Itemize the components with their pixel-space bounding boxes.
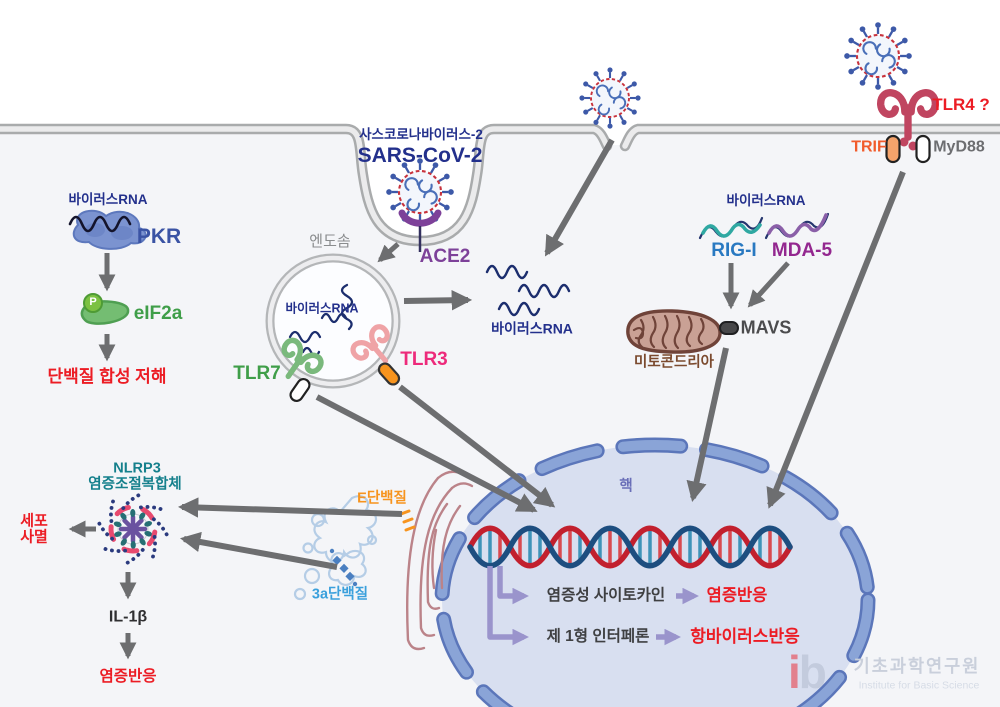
nlrp3-label-line1: NLRP3 (113, 460, 161, 477)
arrow-pit-endosome (377, 242, 400, 263)
bracket-row2 (487, 566, 529, 646)
ibs-logo-kr: 기초과학연구원 (853, 655, 981, 676)
trif-label: TRIF (851, 138, 887, 156)
nucleus-bracket-arrows (487, 566, 699, 646)
myd88-pill-icon (915, 134, 931, 164)
pkr-label: PKR (136, 224, 182, 248)
rigi-rna-icon (698, 216, 764, 240)
mavs-icon (719, 321, 739, 335)
signal-arrows (68, 138, 906, 660)
sars-cov2-virus-icon (386, 158, 454, 226)
rigi-label: RIG-I (711, 240, 757, 262)
e-protein-ticks-icon (399, 509, 416, 532)
antiviral-outcome-label: 항바이러스반응 (690, 627, 800, 647)
myd88-label: MyD88 (933, 138, 985, 156)
inflammation-left-label: 염증반응 (99, 667, 157, 685)
tlr7-pill-icon (289, 377, 311, 403)
tlr7-label: TLR7 (233, 363, 281, 385)
tlr4-label: TLR4 ? (932, 95, 990, 115)
nlrp3-label-line2: 염증조절복합체 (88, 476, 182, 493)
mavs-label: MAVS (740, 317, 792, 338)
endosome-rna-label: 바이러스RNA (285, 301, 359, 316)
trif-pill-icon (885, 134, 901, 164)
mitochondria-icon (626, 309, 722, 354)
e-protein-label: E단백질 (357, 490, 407, 507)
mitochondria-label: 미토콘드리아 (633, 354, 715, 371)
protein-3a-dots-icon (329, 548, 358, 587)
ace2-label: ACE2 (419, 246, 471, 268)
bracket-row1 (497, 566, 529, 605)
phospho-badge-icon (83, 293, 103, 313)
phospho-label: P (89, 296, 97, 309)
mda5-rna-icon (764, 212, 830, 240)
ibs-logo-i: i (788, 646, 801, 698)
arrow-eprotein-nlrp3 (177, 497, 403, 518)
nucleus-label: 핵 (619, 478, 633, 495)
arrow-tlr7-nucleus (315, 394, 538, 513)
arrow-endosome-rna (403, 290, 473, 311)
interferon-label: 제 1형 인터페론 (546, 627, 650, 645)
tlr3-pill-icon (377, 362, 401, 386)
ibs-logo-b: b (798, 646, 827, 698)
mda5-label: MDA-5 (771, 240, 833, 262)
cell-death-line1: 세포 (20, 512, 48, 530)
il1b-label: IL-1β (108, 608, 148, 626)
virus-icon-membrane-gap (579, 67, 641, 129)
arrow-tlr3-nucleus (398, 384, 556, 508)
eif2a-protein-icon (80, 293, 130, 325)
arrow-mda5-mavs (747, 261, 790, 308)
arrow-gap-rna (544, 138, 615, 257)
cytoplasm-rna-icon (485, 264, 571, 317)
inflammation-outcome-label: 염증반응 (706, 586, 768, 605)
cytoplasm-rna-label: 바이러스RNA (491, 320, 573, 337)
arrow-trif-nucleus (766, 170, 906, 509)
arrow-3a-nlrp3 (179, 531, 338, 570)
sars-cov2-kr-label: 사스코로나바이러스-2 (359, 126, 483, 142)
nucleus-shape (434, 437, 876, 707)
endosome-label: 엔도솜 (309, 233, 351, 251)
cell-death-line2: 사멸 (20, 528, 48, 545)
inflammasome-icon (94, 490, 172, 568)
tlr3-label: TLR3 (400, 349, 448, 371)
arrow-mavs-nucleus (686, 347, 729, 502)
protein-3a-label: 3a단백질 (311, 586, 369, 603)
ibs-logo-en: Institute for Basic Science (858, 679, 980, 692)
cell-membrane (0, 123, 1000, 247)
sars-cov2-en-label: SARS-CoV-2 (357, 143, 483, 167)
sensor-rna-label: 바이러스RNA (726, 192, 806, 208)
ace2-receptor-icon (398, 209, 442, 252)
viral-rna-pkr-label: 바이러스RNA (68, 191, 148, 207)
protein-synthesis-block-label: 단백질 합성 저해 (47, 367, 167, 387)
eif2a-label: eIF2a (133, 303, 183, 325)
cytokine-label: 염증성 사이토카인 (546, 586, 666, 604)
cell-death-label: 세포 사멸 (20, 513, 48, 545)
tlr4-feet-icon (899, 137, 918, 151)
virus-icon-tlr4 (844, 22, 912, 90)
pkr-protein-icon (68, 209, 147, 250)
er-icon (405, 470, 474, 651)
ibs-logo-icon: ib (788, 645, 827, 699)
dna-helix-icon (467, 525, 793, 569)
